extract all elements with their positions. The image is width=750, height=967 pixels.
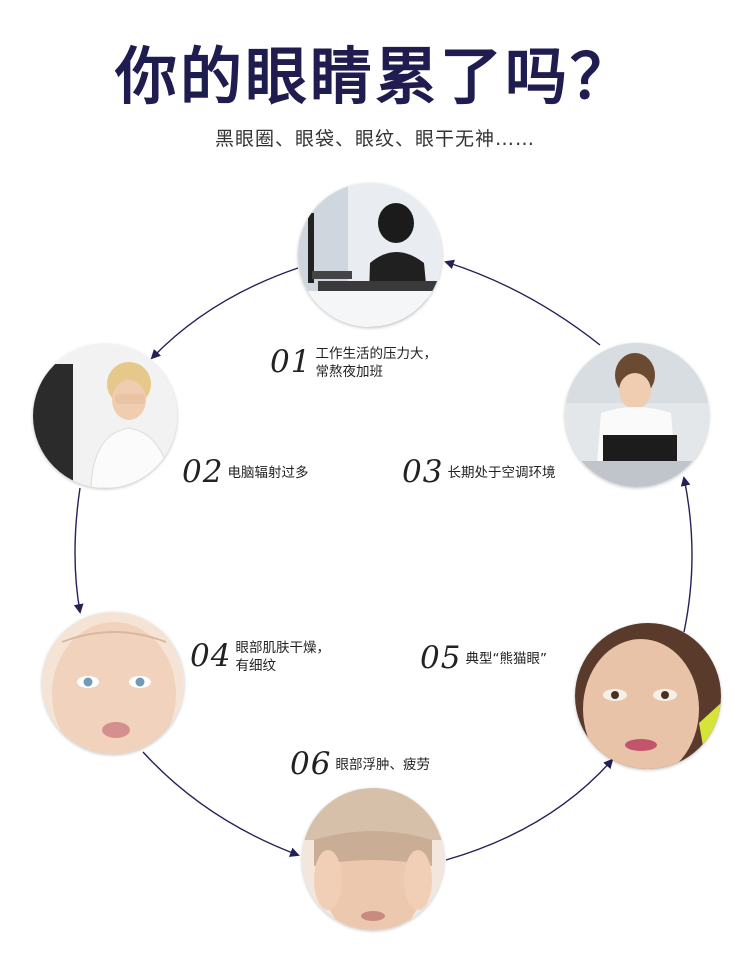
photo-air-conditioned-office: [565, 343, 709, 487]
cause-04: 04 眼部肌肤干燥， 有细纹: [190, 636, 330, 678]
cause-number: 04: [190, 638, 232, 674]
cause-06: 06 眼部浮肿、疲劳: [290, 744, 430, 786]
cause-text-line1: 典型“熊猫眼”: [465, 650, 547, 667]
cause-02: 02 电脑辐射过多: [182, 452, 308, 494]
photo-towel-eyes: [302, 788, 444, 930]
cause-text-line1: 电脑辐射过多: [227, 464, 309, 481]
page-subtitle: 黑眼圈、眼袋、眼纹、眼干无神……: [214, 128, 535, 150]
cause-01: 01 工作生活的压力大， 常熬夜加班: [270, 342, 437, 384]
cause-number: 02: [182, 454, 224, 490]
cause-05: 05 典型“熊猫眼”: [420, 638, 547, 680]
cause-number: 01: [270, 344, 312, 380]
arrow-06-to-05: [445, 758, 614, 861]
cause-text-line1: 工作生活的压力大，: [315, 345, 437, 362]
page-title: 你的眼睛累了吗？: [114, 40, 635, 113]
cause-text-line1: 眼部肌肤干燥，: [235, 639, 330, 656]
arrow-01-to-02: [150, 267, 299, 360]
cause-number: 05: [420, 640, 462, 676]
cause-number: 03: [402, 454, 444, 490]
arrow-05-to-03: [680, 476, 693, 633]
photo-office-worker: [298, 183, 442, 327]
photo-dry-skin-face: [42, 612, 184, 754]
photo-panda-eyes: [575, 623, 721, 769]
cause-text-line1: 长期处于空调环境: [447, 464, 556, 481]
arrow-04-to-06: [142, 751, 300, 857]
arrow-02-to-04: [73, 487, 84, 614]
cause-text-line2: 常熬夜加班: [315, 363, 383, 380]
arrow-03-to-01: [444, 259, 601, 346]
photo-screen-user: [33, 344, 177, 488]
cause-03: 03 长期处于空调环境: [402, 452, 555, 494]
cause-number: 06: [290, 746, 332, 782]
cause-text-line1: 眼部浮肿、疲劳: [335, 756, 430, 773]
cause-text-line2: 有细纹: [235, 657, 276, 674]
